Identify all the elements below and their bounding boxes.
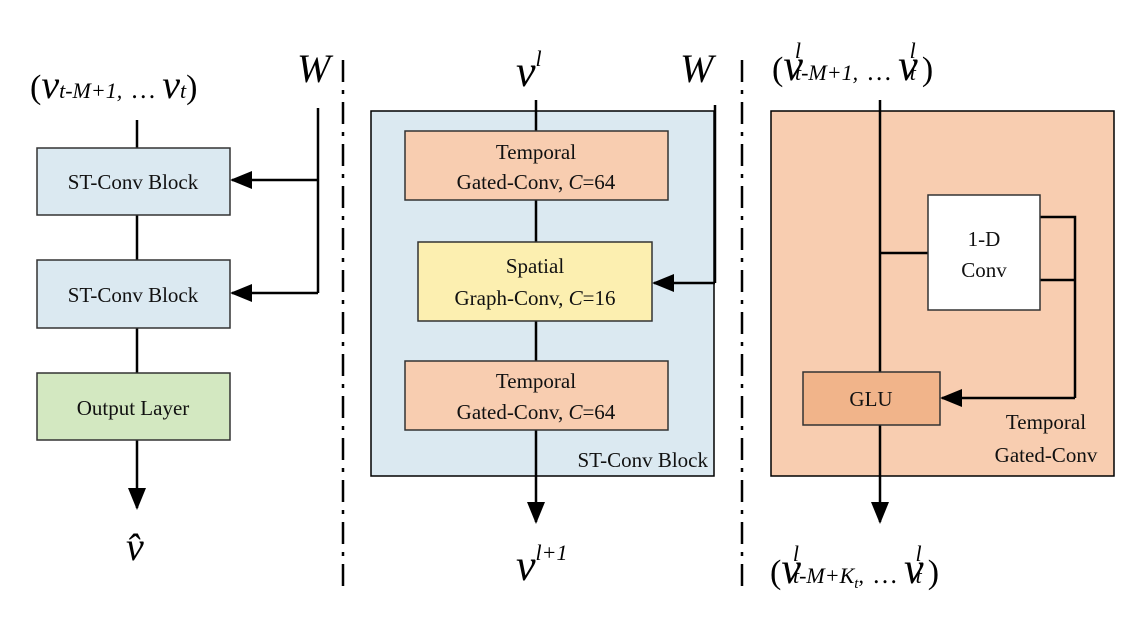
conv-output-line	[1040, 215, 1077, 398]
temporal-gated-conv-2	[404, 360, 669, 431]
temporal-gated-conv-container-label-2: Gated-Conv	[995, 443, 1098, 467]
spatial-graph-conv	[417, 241, 653, 322]
st-conv-block-1	[36, 147, 231, 216]
temporal-gated-conv-2-title: Temporal	[496, 369, 576, 393]
temporal-gated-conv-1-title: Temporal	[496, 140, 576, 164]
prediction-label: v̂	[126, 524, 144, 569]
output-layer-label: Output Layer	[77, 396, 190, 420]
1d-conv-title: 1-D	[968, 227, 1001, 251]
spatial-graph-conv-title: Spatial	[506, 254, 564, 278]
st-conv-block-container-label: ST-Conv Block	[578, 448, 709, 472]
temporal-gated-conv-1	[404, 130, 669, 201]
middle-weight-label: W	[680, 46, 717, 91]
glu	[802, 371, 941, 426]
middle-output-label: vl+1	[516, 540, 568, 590]
st-conv-block-2	[36, 259, 231, 329]
st-conv-block-2-label: ST-Conv Block	[68, 283, 199, 307]
temporal-gated-conv-container-label: Temporal	[1006, 410, 1086, 434]
1d-conv	[927, 194, 1041, 311]
temporal-gated-conv-2-detail: Gated-Conv, C=64	[457, 400, 616, 424]
middle-input-label: vl	[516, 46, 542, 96]
temporal-gated-conv-1-detail: Gated-Conv, C=64	[457, 170, 616, 194]
left-input-label: (vt-M+1,…vt)	[30, 62, 197, 107]
1d-conv-detail: Conv	[961, 258, 1007, 282]
output-layer	[36, 372, 231, 441]
spatial-graph-conv-detail: Graph-Conv, C=16	[455, 286, 616, 310]
st-conv-block-1-label: ST-Conv Block	[68, 170, 199, 194]
left-weight-label: W	[297, 46, 334, 91]
glu-label: GLU	[849, 387, 892, 411]
